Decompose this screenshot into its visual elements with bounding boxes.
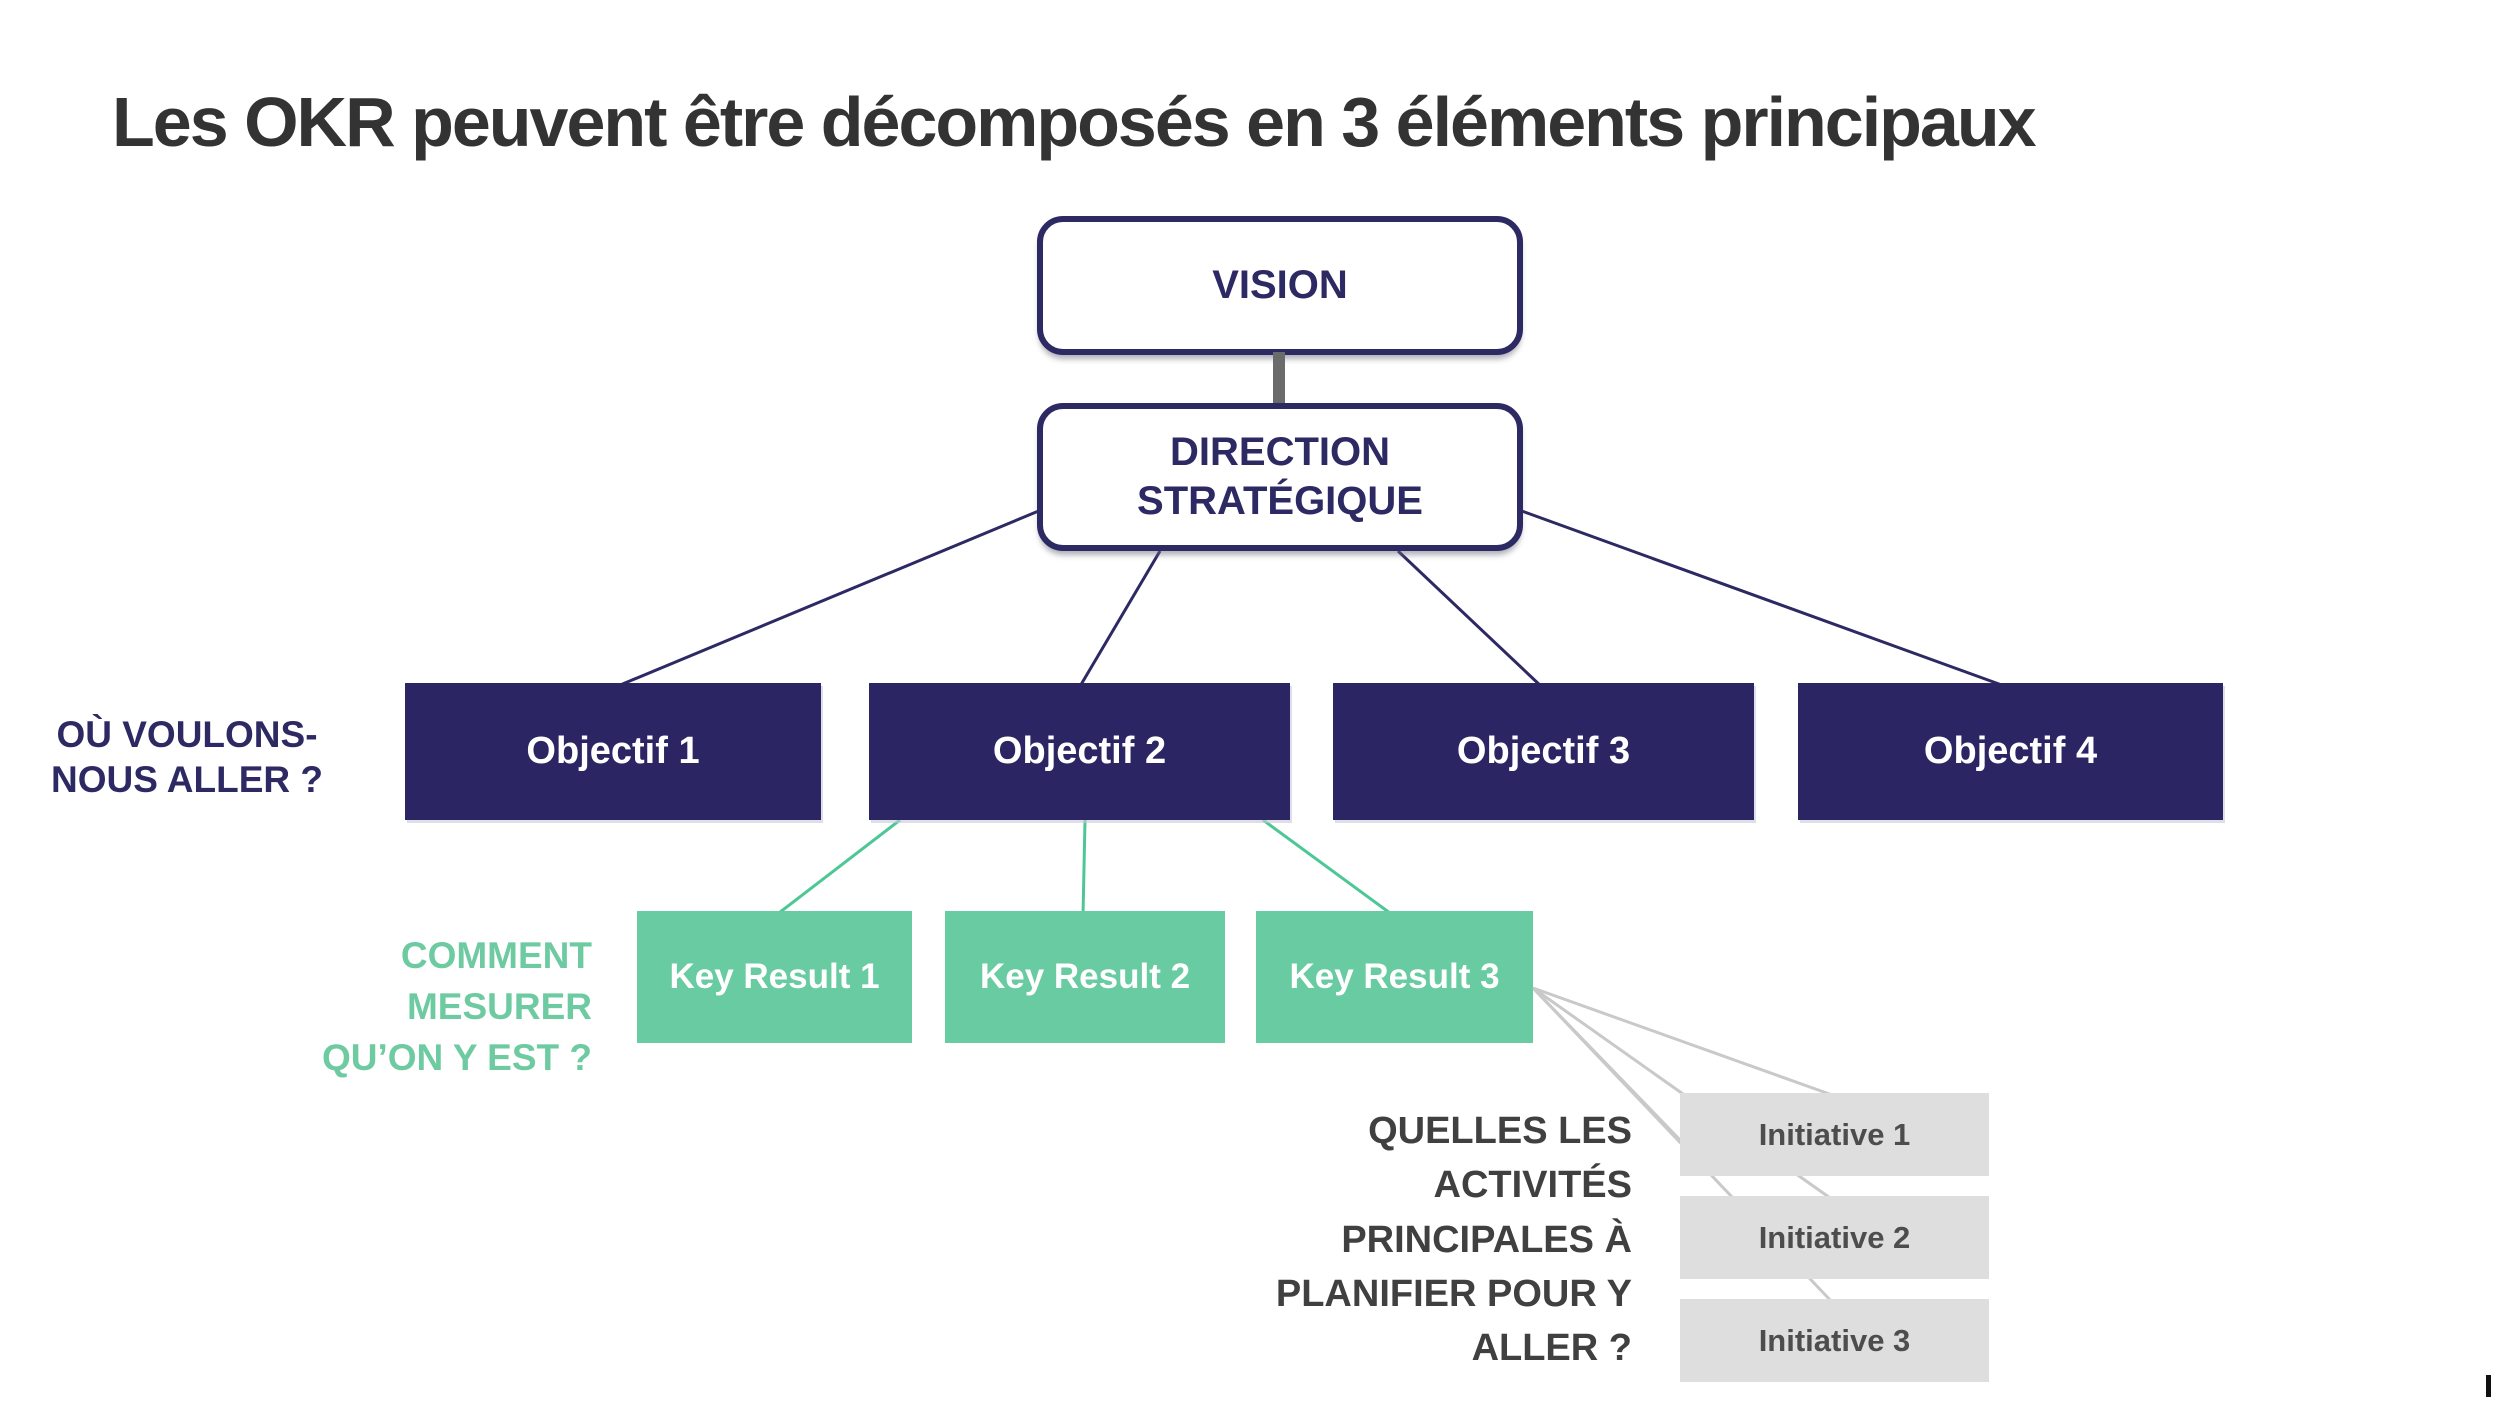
objective-4-label: Objectif 4 — [1923, 730, 2098, 772]
activities-question-line-4: PLANIFIER POUR Y — [1275, 1272, 1632, 1315]
where-question-line-1: OÙ VOULONS- — [56, 714, 318, 755]
objective-1-label: Objectif 1 — [526, 730, 700, 772]
objective-2-label: Objectif 2 — [992, 730, 1167, 772]
objective-box-2: Objectif 2 — [869, 683, 1290, 820]
connector-kr3-initiative1-top — [1532, 986, 1836, 1098]
initiative-1-label: Initiative 1 — [1758, 1116, 1911, 1152]
activities-question-line-1: QUELLES LES — [1368, 1110, 1632, 1152]
objective-3-label: Objectif 3 — [1456, 730, 1631, 772]
key-result-3-label: Key Result 3 — [1289, 957, 1500, 996]
connector-direction-objectif-1 — [612, 508, 1042, 690]
measure-question-label: COMMENT MESURER QU’ON Y EST ? — [242, 930, 592, 1083]
measure-question-line-3: QU’ON Y EST ? — [321, 1037, 592, 1079]
initiative-3-label: Initiative 3 — [1758, 1322, 1911, 1358]
activities-question-line-5: ALLER ? — [1471, 1327, 1632, 1370]
activities-question-line-3: PRINCIPALES À — [1341, 1218, 1632, 1261]
where-question-label: OÙ VOULONS- NOUS ALLER ? — [8, 712, 366, 802]
vision-box: VISION — [1037, 216, 1523, 355]
key-result-1-label: Key Result 1 — [669, 957, 880, 996]
key-result-box-1: Key Result 1 — [637, 911, 912, 1043]
measure-question-line-2: MESURER — [406, 986, 592, 1028]
where-question-line-2: NOUS ALLER ? — [50, 759, 323, 801]
activities-question-line-2: ACTIVITÉS — [1433, 1164, 1632, 1207]
initiative-box-1: Initiative 1 — [1680, 1093, 1989, 1176]
vision-label: VISION — [1212, 263, 1348, 308]
initiative-box-3: Initiative 3 — [1680, 1299, 1989, 1382]
connector-direction-objectif-2 — [1077, 550, 1162, 689]
direction-label: DIRECTION STRATÉGIQUE — [1137, 430, 1423, 523]
measure-question-line-1: COMMENT — [400, 935, 592, 976]
connector-objectif2-kr3 — [1262, 818, 1395, 918]
vision-direction-connector — [1273, 352, 1285, 407]
key-result-box-2: Key Result 2 — [945, 911, 1225, 1043]
objective-box-3: Objectif 3 — [1333, 683, 1754, 820]
connector-objectif2-kr2 — [1081, 819, 1087, 917]
initiative-2-label: Initiative 2 — [1758, 1219, 1911, 1255]
page-title: Les OKR peuvent être décomposés en 3 élé… — [112, 83, 2037, 161]
connector-direction-objectif-3 — [1396, 549, 1545, 690]
connector-direction-objectif-4 — [1518, 508, 2011, 690]
text-cursor-mark — [2486, 1375, 2491, 1397]
objective-box-1: Objectif 1 — [405, 683, 821, 820]
connector-objectif2-kr1 — [774, 818, 901, 918]
direction-box: DIRECTION STRATÉGIQUE — [1037, 403, 1523, 551]
activities-question-label: QUELLES LES ACTIVITÉS PRINCIPALES À PLAN… — [1232, 1104, 1632, 1376]
key-result-box-3: Key Result 3 — [1256, 911, 1533, 1043]
key-result-2-label: Key Result 2 — [979, 957, 1191, 996]
initiative-box-2: Initiative 2 — [1680, 1196, 1989, 1279]
objective-box-4: Objectif 4 — [1798, 683, 2223, 820]
